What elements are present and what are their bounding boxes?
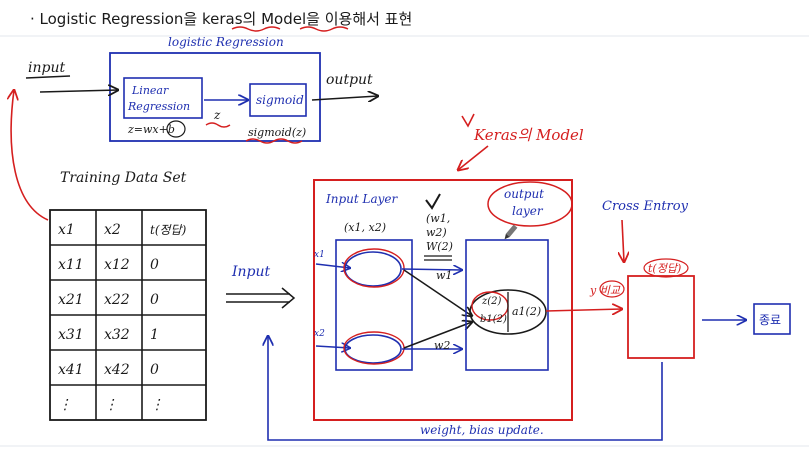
input-pair-label: (x1, x2) (344, 221, 386, 234)
table-cell: x22 (104, 292, 130, 308)
linear-regression-box (123, 77, 203, 119)
output-layer-box (465, 239, 549, 371)
table-cell: 1 (150, 327, 159, 343)
table-cell: ⋮ (58, 397, 72, 413)
table-header-cell: x1 (58, 222, 75, 238)
input-arrow-label: Input (231, 264, 271, 280)
z2-label: z(2) (481, 296, 502, 307)
z-label: z (213, 108, 221, 122)
training-table: x1 x2 t(정답) x11 x12 0 x21 x22 0 x31 x32 1 x41 x42 0 ⋮ ⋮ ⋮ (49, 209, 207, 421)
end-label: 종료 (759, 313, 781, 327)
cross-entropy-label: Cross Entroy (602, 199, 689, 214)
weights-annotation: (w1, w2) W(2) (426, 212, 454, 253)
sigmoid-formula-underline (245, 138, 303, 144)
cross-entropy-box (627, 275, 695, 359)
z-underline (205, 122, 231, 128)
table-header-cell: t(정답) (150, 223, 187, 237)
output-layer-label: output layer (504, 187, 548, 218)
page-title: · Logistic Regression을 keras의 Model을 이용해… (30, 10, 412, 28)
output-layer-label-circle (487, 181, 573, 227)
logistic-box-title: logistic Regression (168, 35, 284, 49)
table-cell: x41 (58, 362, 84, 378)
t-label-circle (643, 258, 689, 278)
weights-check-mark (425, 193, 441, 210)
t-label: t(정답) (648, 262, 681, 275)
input-underline (25, 75, 71, 79)
pen-cursor-icon (504, 224, 518, 240)
end-box (753, 303, 791, 335)
output-to-loss-arrow (545, 309, 622, 311)
w1-label: w1 (436, 269, 452, 282)
output-label: output (326, 72, 373, 88)
table-cell: x11 (58, 257, 84, 273)
keras-arrow (458, 145, 489, 170)
table-cell: x12 (104, 257, 130, 273)
node1-to-output-arrow (401, 269, 462, 270)
input-layer-box (335, 239, 413, 371)
y-label-circle (599, 280, 625, 298)
table-cell: ⋮ (150, 397, 164, 413)
node-x1-label: x1 (314, 250, 325, 260)
sigmoid-box (249, 83, 307, 117)
b1-label: b1(2) (480, 314, 507, 325)
w2-connection (403, 322, 472, 349)
table-cell: x32 (104, 327, 130, 343)
output-node (469, 289, 547, 335)
title-underline-keras (231, 26, 281, 32)
node-x2-label: x2 (314, 329, 325, 339)
feedback-loop-path (268, 336, 663, 441)
input-node-1-highlight (343, 248, 405, 288)
keras-model-box (313, 179, 573, 421)
input-label: input (28, 60, 65, 76)
a1-label: a1(2) (512, 305, 541, 318)
feedback-label: weight, bias update. (420, 423, 544, 437)
input-layer-label: Input Layer (325, 192, 399, 206)
w1-connection (403, 269, 472, 316)
y-label: y 비교 (589, 284, 621, 297)
table-cell: 0 (150, 257, 159, 273)
cross-entropy-arrow (622, 219, 624, 262)
table-to-model-arrowhead (281, 287, 296, 309)
keras-model-label: Keras의 Model (473, 126, 584, 144)
table-header-cell: x2 (104, 222, 121, 238)
ruled-lines (0, 35, 809, 447)
output-arrow (311, 96, 378, 100)
table-cell: 0 (150, 362, 159, 378)
w2-label: w2 (434, 339, 450, 352)
sigmoid-formula: sigmoid(z) (248, 126, 306, 139)
logistic-regression-box (109, 52, 321, 142)
table-cell: x31 (58, 327, 84, 343)
z-formula: z=wx+b (127, 123, 175, 136)
training-title: Training Data Set (60, 170, 187, 186)
table-cell: x42 (104, 362, 130, 378)
z-formula-circle (166, 120, 186, 138)
input-node-1 (344, 251, 402, 287)
data-to-input-arrow (11, 90, 49, 221)
input-node-2 (344, 334, 402, 364)
input-node-2-highlight (343, 331, 405, 365)
table-cell: x21 (58, 292, 84, 308)
table-cell: 0 (150, 292, 159, 308)
keras-check-mark (461, 113, 475, 128)
sigmoid-label: sigmoid (256, 93, 304, 107)
linear-regression-label: Linear Regression (127, 84, 190, 113)
table-cell: ⋮ (104, 397, 118, 413)
title-underline-model (299, 26, 349, 32)
input-arrow (39, 90, 118, 92)
